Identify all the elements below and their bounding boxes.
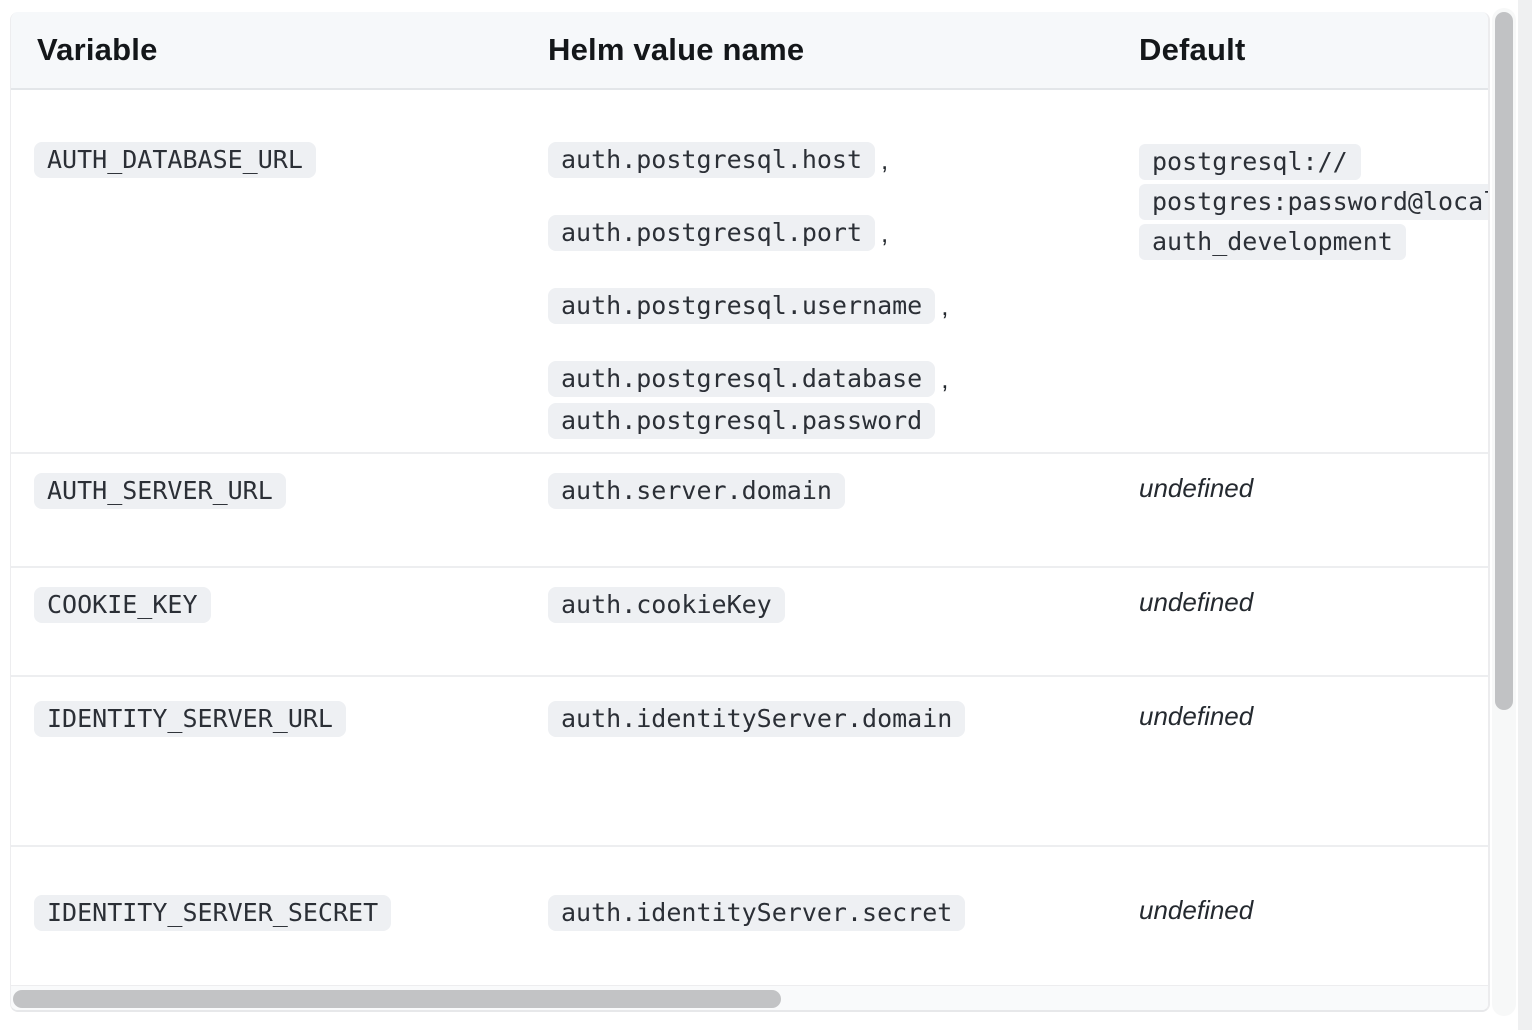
helm-value-chip: auth.postgresql.username — [548, 288, 936, 324]
table-row-identity-server-url: IDENTITY_SERVER_URL auth.identityServer.… — [11, 675, 1488, 845]
table-row-identity-server-secret: IDENTITY_SERVER_SECRET auth.identityServ… — [11, 845, 1488, 985]
horizontal-scrollbar[interactable] — [11, 985, 1488, 1010]
helm-value-cell: auth.cookieKey — [548, 568, 1139, 675]
helm-value-chip: auth.postgresql.host — [548, 142, 876, 178]
column-header-helm-value-name: Helm value name — [548, 32, 805, 67]
vertical-scrollbar-thumb[interactable] — [1495, 12, 1513, 710]
helm-value-cell: auth.postgresql.host , auth.postgresql.p… — [548, 90, 1139, 452]
variable-cell: COOKIE_KEY — [11, 568, 548, 675]
env-variable-chip: IDENTITY_SERVER_SECRET — [34, 895, 392, 931]
helm-value-line: auth.postgresql.host , — [548, 142, 1139, 178]
column-header-variable: Variable — [37, 32, 158, 67]
default-code-chip: postgresql:// — [1139, 144, 1361, 180]
helm-value-cell: auth.identityServer.secret — [548, 847, 1139, 985]
helm-value-chip: auth.postgresql.port — [548, 215, 876, 251]
page-right-margin — [1518, 0, 1532, 1030]
separator-comma: , — [941, 364, 949, 394]
helm-value-line: auth.identityServer.secret — [548, 895, 1139, 931]
default-value-cell: undefined — [1139, 677, 1488, 845]
helm-value-chip: auth.postgresql.database — [548, 361, 936, 397]
vertical-scrollbar[interactable] — [1492, 8, 1516, 1016]
default-value-cell: undefined — [1139, 847, 1488, 985]
default-code-line: postgres:password@local — [1139, 184, 1488, 220]
horizontal-scrollbar-thumb[interactable] — [13, 990, 781, 1008]
default-code-line: auth_development — [1139, 224, 1488, 260]
separator-comma: , — [941, 291, 949, 321]
env-vars-table: Variable Helm value name Default AUTH_DA… — [10, 12, 1490, 1012]
helm-value-chip: auth.postgresql.password — [548, 403, 936, 439]
separator-comma: , — [881, 145, 889, 175]
helm-value-chip: auth.identityServer.secret — [548, 895, 966, 931]
table-header-row: Variable Helm value name Default — [11, 12, 1488, 90]
separator-comma: , — [881, 218, 889, 248]
default-code-line: postgresql:// — [1139, 144, 1488, 180]
helm-value-line: auth.postgresql.password — [548, 403, 1139, 439]
variable-cell: AUTH_DATABASE_URL — [11, 90, 548, 452]
variable-cell: IDENTITY_SERVER_SECRET — [11, 847, 548, 985]
helm-value-chip: auth.server.domain — [548, 473, 845, 509]
default-value-text: undefined — [1139, 473, 1254, 503]
helm-value-line: auth.postgresql.username , — [548, 288, 1139, 324]
env-variable-chip: COOKIE_KEY — [34, 587, 211, 623]
table-row-cookie-key: COOKIE_KEY auth.cookieKey undefined — [11, 566, 1488, 675]
env-variable-chip: AUTH_SERVER_URL — [34, 473, 286, 509]
default-value-text: undefined — [1139, 895, 1254, 925]
default-code-chip: auth_development — [1139, 224, 1406, 260]
table-row-auth-server-url: AUTH_SERVER_URL auth.server.domain undef… — [11, 452, 1488, 566]
helm-value-line: auth.postgresql.port , — [548, 215, 1139, 251]
default-value-cell: undefined — [1139, 454, 1488, 566]
table-row-auth-database-url: AUTH_DATABASE_URL auth.postgresql.host ,… — [11, 90, 1488, 452]
default-value-cell: undefined — [1139, 568, 1488, 675]
column-header-default: Default — [1139, 32, 1246, 67]
helm-value-line: auth.identityServer.domain — [548, 701, 1139, 737]
helm-value-chip: auth.identityServer.domain — [548, 701, 966, 737]
helm-value-line: auth.server.domain — [548, 473, 1139, 509]
helm-value-line: auth.cookieKey — [548, 587, 1139, 623]
default-value-cell: postgresql:// postgres:password@local au… — [1139, 90, 1488, 452]
variable-cell: AUTH_SERVER_URL — [11, 454, 548, 566]
variable-cell: IDENTITY_SERVER_URL — [11, 677, 548, 845]
helm-value-cell: auth.server.domain — [548, 454, 1139, 566]
default-value-text: undefined — [1139, 701, 1254, 731]
default-code-chip: postgres:password@local — [1139, 184, 1488, 220]
helm-value-cell: auth.identityServer.domain — [548, 677, 1139, 845]
helm-value-chip: auth.cookieKey — [548, 587, 785, 623]
env-variable-chip: IDENTITY_SERVER_URL — [34, 701, 346, 737]
helm-value-line: auth.postgresql.database , — [548, 361, 1139, 397]
env-variable-chip: AUTH_DATABASE_URL — [34, 142, 316, 178]
default-value-text: undefined — [1139, 587, 1254, 617]
